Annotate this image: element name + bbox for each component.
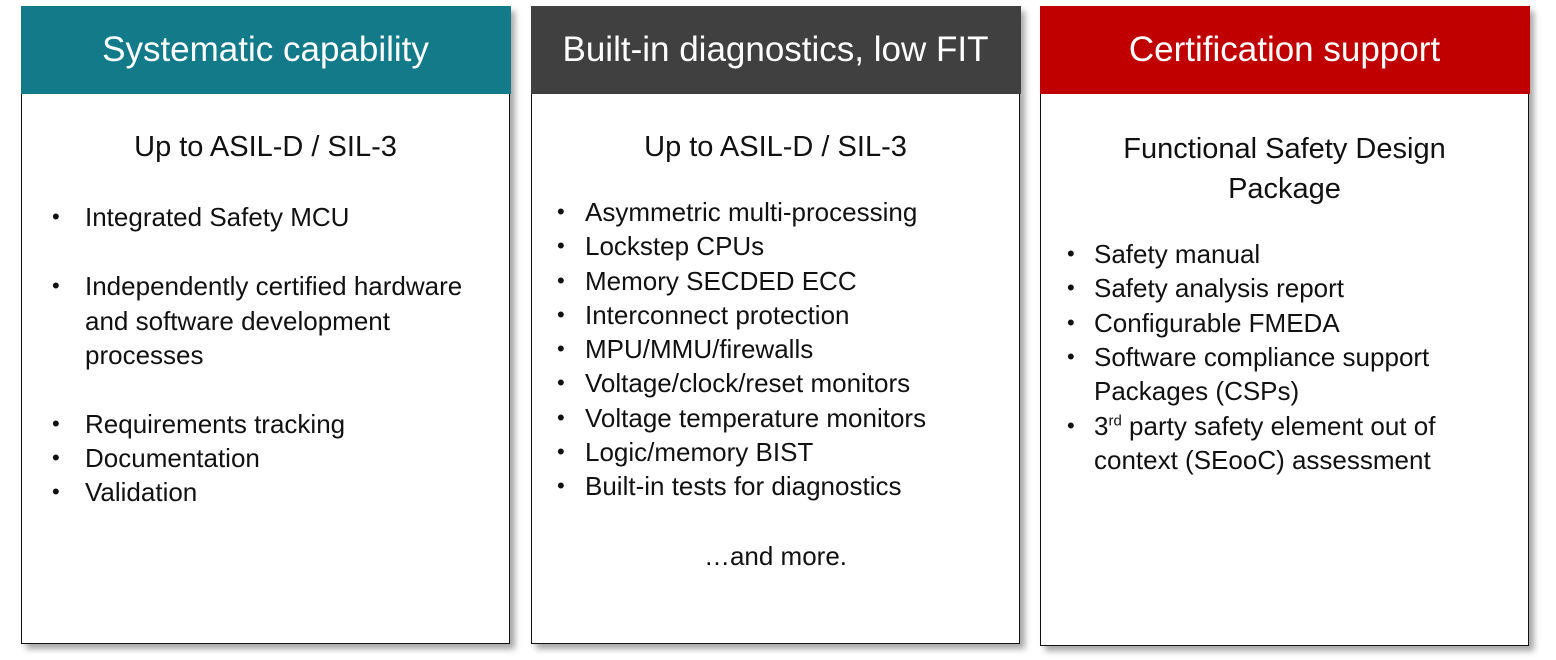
list-item: Independently certified hardware bbox=[85, 271, 463, 301]
bullet-icon: • bbox=[1067, 344, 1075, 369]
bullet-icon: • bbox=[1067, 310, 1075, 335]
bullet-icon: • bbox=[557, 438, 565, 464]
list-item: Requirements tracking bbox=[85, 409, 346, 439]
bullet-icon: • bbox=[557, 404, 565, 430]
list-item: Documentation bbox=[85, 443, 260, 473]
card-subtitle: Package bbox=[1228, 173, 1341, 205]
list-item: 3rd party safety element out of bbox=[1094, 411, 1436, 441]
bullet-icon: • bbox=[557, 473, 565, 498]
card-subtitle: Up to ASIL-D / SIL-3 bbox=[134, 131, 397, 163]
bullet-icon: • bbox=[557, 336, 565, 361]
list-item: MPU/MMU/firewalls bbox=[585, 334, 814, 364]
list-item: Voltage/clock/reset monitors bbox=[585, 368, 911, 399]
bullet-icon: • bbox=[52, 479, 60, 504]
bullet-icon: • bbox=[557, 370, 565, 396]
bullet-icon: • bbox=[52, 445, 60, 470]
card-subtitle: Up to ASIL-D / SIL-3 bbox=[644, 131, 907, 163]
card-built-in-diagnostics: Built-in diagnostics, low FIT Up to ASIL… bbox=[530, 5, 1021, 644]
list-item: Safety analysis report bbox=[1094, 273, 1345, 303]
bullet-icon: • bbox=[557, 301, 565, 327]
list-item: Memory SECDED ECC bbox=[585, 265, 857, 296]
card-header: Systematic capability bbox=[20, 5, 511, 94]
list-item: processes bbox=[85, 340, 204, 370]
bullet-icon: • bbox=[52, 273, 60, 298]
card-systematic-capability: Systematic capability Up to ASIL-D / SIL… bbox=[20, 5, 511, 644]
list-item: Software compliance support bbox=[1094, 342, 1430, 372]
bullet-icon: • bbox=[52, 204, 60, 229]
list-item: Logic/memory BIST bbox=[585, 436, 814, 467]
bullet-icon: • bbox=[1067, 241, 1075, 266]
bullet-icon: • bbox=[557, 199, 565, 224]
list-item: Lockstep CPUs bbox=[585, 231, 765, 262]
card-header: Built-in diagnostics, low FIT bbox=[530, 5, 1021, 94]
list-item: Asymmetric multi-processing bbox=[585, 197, 918, 227]
list-item: and software development bbox=[85, 306, 390, 336]
card-footer: …and more. bbox=[703, 541, 848, 571]
card-certification-support: Certification support Functional Safety … bbox=[1039, 5, 1530, 646]
list-item: Integrated Safety MCU bbox=[85, 202, 350, 232]
list-item: Configurable FMEDA bbox=[1094, 308, 1340, 338]
bullet-icon: • bbox=[1067, 413, 1075, 438]
bullet-icon: • bbox=[557, 267, 565, 293]
list-item: Built-in tests for diagnostics bbox=[585, 471, 902, 501]
card-subtitle: Functional Safety Design bbox=[1123, 133, 1446, 165]
list-item: Interconnect protection bbox=[585, 299, 850, 330]
list-item: context (SEooC) assessment bbox=[1094, 445, 1431, 475]
card-header: Certification support bbox=[1039, 5, 1530, 94]
list-item: Voltage temperature monitors bbox=[585, 402, 927, 433]
bullet-icon: • bbox=[1067, 275, 1075, 300]
list-item: Validation bbox=[85, 477, 198, 507]
list-item: Safety manual bbox=[1094, 239, 1261, 269]
list-item: Packages (CSPs) bbox=[1094, 376, 1300, 406]
bullet-icon: • bbox=[557, 233, 565, 259]
bullet-icon: • bbox=[52, 411, 60, 436]
